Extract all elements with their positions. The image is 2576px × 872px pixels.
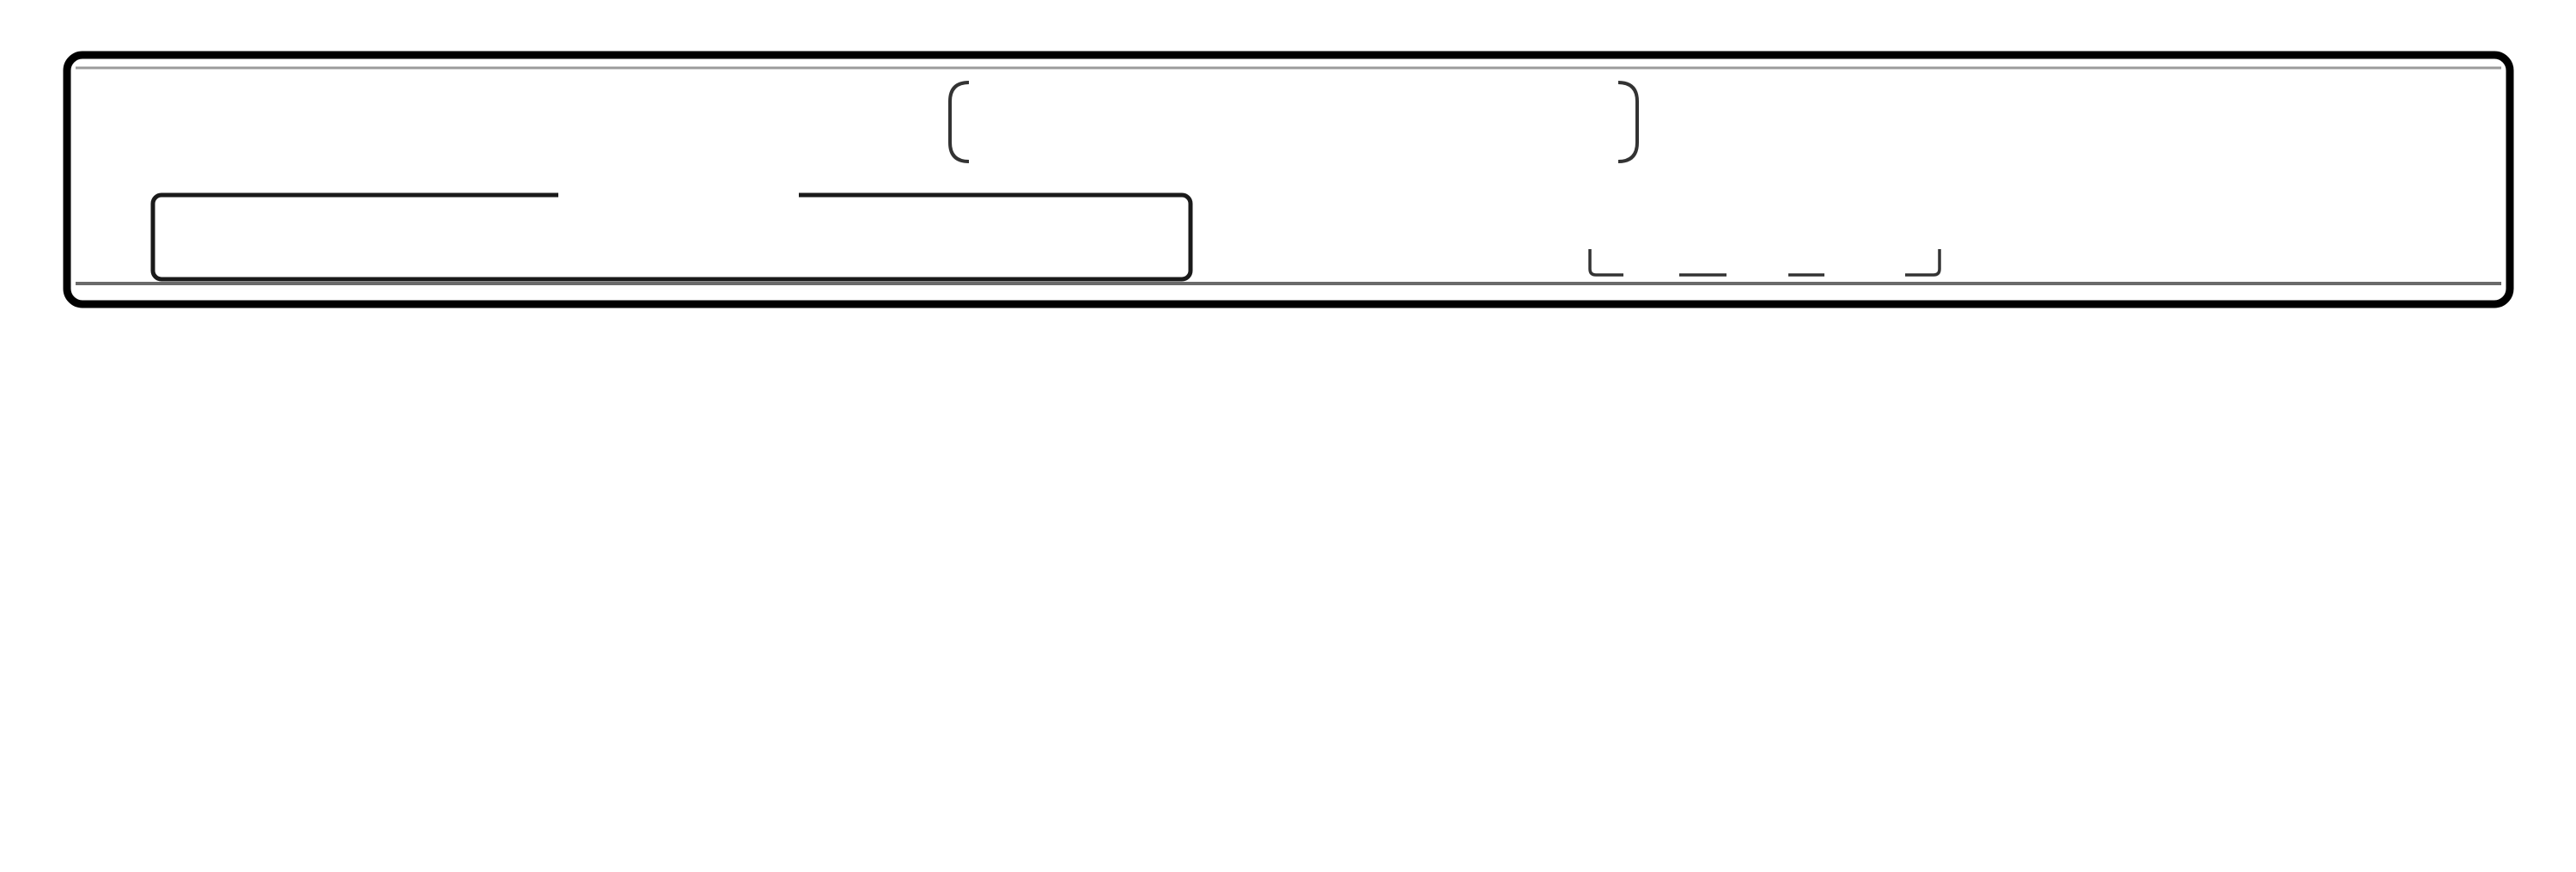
- hdmi-inputs-title-bg: [558, 184, 799, 208]
- rs232-group-bracket: [1588, 249, 1941, 277]
- panel-body: [63, 51, 2514, 308]
- rear-panel: [63, 51, 2514, 308]
- audio-inputs-bracket-left: [948, 81, 970, 163]
- audio-inputs-bracket-right: [1617, 81, 1639, 163]
